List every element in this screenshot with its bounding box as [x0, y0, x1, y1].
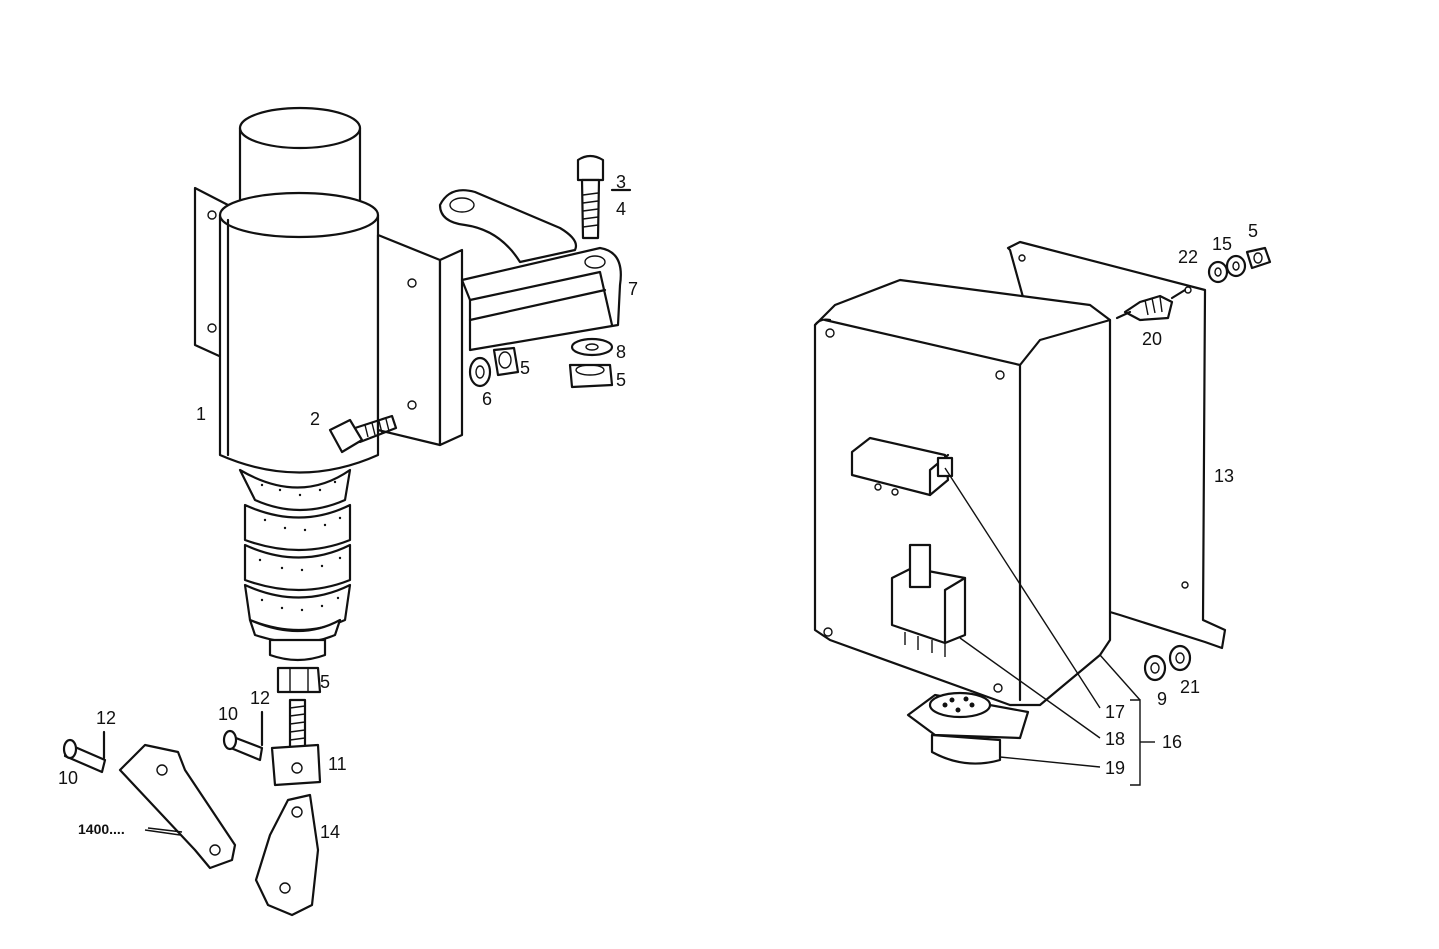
label-7: 7 [628, 279, 638, 299]
label-6: 6 [482, 389, 492, 409]
control-box-assembly [813, 240, 1272, 786]
label-5: 5 [616, 370, 626, 390]
label-17: 17 [1105, 702, 1125, 722]
label-21: 21 [1180, 677, 1200, 697]
label-2: 2 [310, 409, 320, 429]
label-5: 5 [320, 672, 330, 692]
label-12: 12 [250, 688, 270, 708]
label-10: 10 [218, 704, 238, 724]
label-15: 15 [1212, 234, 1232, 254]
actuator-assembly [62, 106, 632, 917]
label-16: 16 [1162, 732, 1182, 752]
label-5: 5 [520, 358, 530, 378]
label-13: 13 [1214, 466, 1234, 486]
label-22: 22 [1178, 247, 1198, 267]
label-5: 5 [1248, 221, 1258, 241]
label-reference-1400: 1400.... [78, 821, 125, 837]
label-8: 8 [616, 342, 626, 362]
label-1: 1 [196, 404, 206, 424]
label-19: 19 [1105, 758, 1125, 778]
rubber-bellows [238, 468, 352, 644]
part-labels: 1 2 3 4 5 5 5 5 6 7 8 9 10 10 11 12 12 1… [58, 172, 1258, 842]
label-4: 4 [616, 199, 626, 219]
label-18: 18 [1105, 729, 1125, 749]
label-11: 11 [328, 754, 347, 774]
label-12: 12 [96, 708, 116, 728]
label-20: 20 [1142, 329, 1162, 349]
label-14: 14 [320, 822, 340, 842]
label-9: 9 [1157, 689, 1167, 709]
label-10: 10 [58, 768, 78, 788]
label-3: 3 [616, 172, 626, 192]
